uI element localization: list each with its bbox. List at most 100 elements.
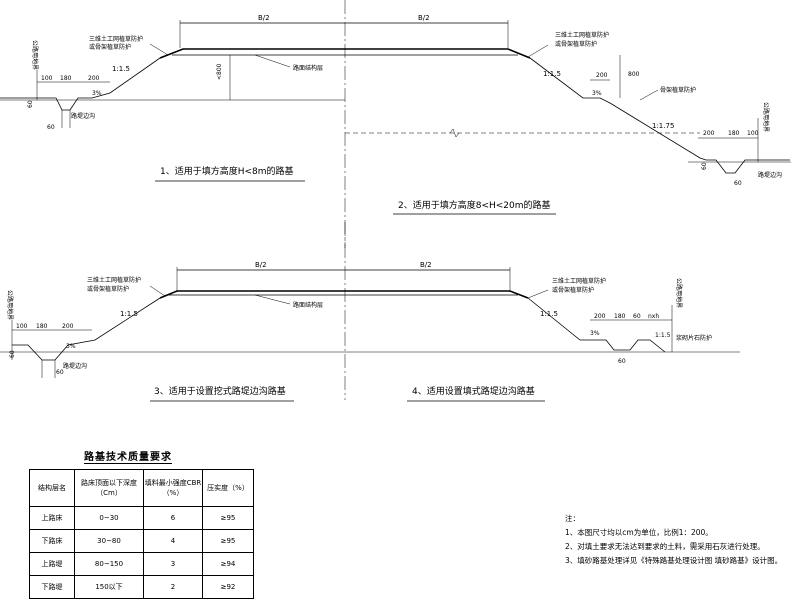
protection-label-1: 三维土工网植草防护 <box>555 31 609 39</box>
half-width-label: B/2 <box>418 14 430 22</box>
figure-2-caption: 2、适用于填方高度8<H<20m的路基 <box>398 199 551 211</box>
dim-200: 200 <box>594 313 606 320</box>
notes-title: 注： <box>565 514 580 523</box>
slope-ratio: 1:1.5 <box>540 310 558 318</box>
note-item: 3、填砂路基处理详见《特殊路基处理设计图 填砂路基》设计图。 <box>565 556 783 565</box>
protection-label-1: 三维土工网植草防护 <box>552 277 606 285</box>
notes-block: 注： 1、本图尺寸均以cm为单位，比例1：200。 2、对填土要求无法达到要求的… <box>565 512 782 568</box>
protection-label-1: 三维土工网植草防护 <box>87 276 141 284</box>
half-width-label: B/2 <box>255 261 267 269</box>
figure-2: B/2 三维土工网植草防护 或骨架植草防护 1:1.5 1:1.75 800 2… <box>345 14 791 215</box>
note-item: 1、本图尺寸均以cm为单位，比例1：200。 <box>565 528 713 537</box>
lower-protection-label: 骨架植草防护 <box>660 86 696 94</box>
dim-200: 200 <box>62 323 74 330</box>
header-cell: 压实度（%） <box>202 469 254 507</box>
dim-180: 180 <box>614 313 626 320</box>
half-width-label: B/2 <box>420 261 432 269</box>
table-row: 下路堤 150以下 2 ≥92 <box>29 575 254 599</box>
land-line-label: 公路用地界 <box>762 102 770 132</box>
dim-100: 100 <box>747 130 759 137</box>
grade-label: 3% <box>66 343 76 350</box>
cell: 80~150 <box>74 552 144 576</box>
figure-1-caption: 1、适用于填方高度H<8m的路基 <box>160 165 294 177</box>
ditch-width: 60 <box>56 369 64 376</box>
dim-200: 200 <box>88 75 100 82</box>
pavement-surface <box>345 48 531 59</box>
cell: 3 <box>143 552 203 576</box>
ditch-width: 60 <box>47 124 55 131</box>
berm-width: 200 <box>596 72 608 79</box>
land-line-label: 公路用地界 <box>31 40 39 70</box>
table-row: 下路床 30~80 4 ≥95 <box>29 529 254 553</box>
dim-nxh: nxh <box>648 313 659 320</box>
slope-ratio: 1:1.5 <box>120 310 138 318</box>
ditch-depth: 60 <box>9 350 16 358</box>
slope-small: 1:1.5 <box>655 332 671 339</box>
figure-3-caption: 3、适用于设置挖式路堤边沟路基 <box>154 385 286 397</box>
pavement-surface <box>159 290 345 299</box>
dim-180: 180 <box>728 130 740 137</box>
dim-100: 100 <box>16 323 28 330</box>
dim-60: 60 <box>633 313 641 320</box>
height-label: 800 <box>628 71 640 78</box>
table-row: 上路堤 80~150 3 ≥94 <box>29 552 254 576</box>
ditch-depth: 60 <box>701 162 708 170</box>
header-cell: 路床顶面以下深度（Cm） <box>74 469 144 507</box>
ditch-width: 60 <box>618 358 626 365</box>
rubble-protection-label: 浆砌片石防护 <box>676 334 712 342</box>
cell: 下路床 <box>29 529 75 553</box>
cell: 上路床 <box>29 506 75 530</box>
cell: ≥92 <box>202 575 254 599</box>
cell: 上路堤 <box>29 552 75 576</box>
slope-upper: 1:1.5 <box>543 70 561 78</box>
figure-3: B/2 三维土工网植草防护 或骨架植草防护 1:1.5 路面结构层 公路用地界 … <box>0 261 345 402</box>
cell: 0~30 <box>74 506 144 530</box>
quality-requirements-table: 结构层名 路床顶面以下深度（Cm） 填料最小强度CBR（%） 压实度（%） 上路… <box>29 469 254 599</box>
ditch-width: 60 <box>734 180 742 187</box>
table-row: 上路床 0~30 6 ≥95 <box>29 506 254 530</box>
grade-label: 3% <box>590 330 600 337</box>
table-title: 路基技术质量要求 <box>84 448 172 464</box>
cell: 30~80 <box>74 529 144 553</box>
protection-label-2: 或骨架植草防护 <box>89 43 131 51</box>
break-symbol <box>449 128 460 138</box>
dim-180: 180 <box>36 323 48 330</box>
cell: 150以下 <box>74 575 144 599</box>
grade-label: 3% <box>92 90 102 97</box>
figure-4-caption: 4、适用设置填式路堤边沟路基 <box>412 385 535 397</box>
cell: ≥95 <box>202 529 254 553</box>
land-line-label: 公路用地界 <box>6 290 14 320</box>
ditch-label: 路堤边沟 <box>71 112 95 120</box>
figure-4: B/2 三维土工网植草防护 或骨架植草防护 1:1.5 1:1.5 公路用地界 … <box>345 261 740 402</box>
header-cell: 填料最小强度CBR（%） <box>143 469 203 507</box>
protection-label-2: 或骨架植草防护 <box>552 286 594 294</box>
embankment-slope <box>12 297 161 361</box>
slope-ratio: 1:1.5 <box>112 65 130 73</box>
cell: ≥94 <box>202 552 254 576</box>
slope-lower: 1:1.75 <box>652 122 674 130</box>
height-label: <800 <box>216 63 223 80</box>
pavement-label: 路面结构层 <box>293 301 323 309</box>
ditch-depth: 60 <box>27 100 34 108</box>
table-header-row: 结构层名 路床顶面以下深度（Cm） 填料最小强度CBR（%） 压实度（%） <box>29 469 254 507</box>
pavement-label: 路面结构层 <box>293 64 323 72</box>
dim-100: 100 <box>41 75 53 82</box>
ditch-label: 路堤边沟 <box>63 362 87 370</box>
half-width-label: B/2 <box>258 14 270 22</box>
dim-180: 180 <box>60 75 72 82</box>
cell: 下路堤 <box>29 575 75 599</box>
embankment-slope <box>529 57 790 174</box>
land-line-label: 公路用地界 <box>675 278 683 308</box>
protection-label-2: 或骨架植草防护 <box>87 285 129 293</box>
cell: ≥95 <box>202 506 254 530</box>
header-cell: 结构层名 <box>29 469 75 507</box>
grade-label: 3% <box>592 90 602 97</box>
pavement-surface <box>345 290 529 299</box>
protection-label-1: 三维土工网植草防护 <box>89 35 143 43</box>
pavement-surface <box>159 48 345 59</box>
dim-200: 200 <box>703 130 715 137</box>
protection-label-2: 或骨架植草防护 <box>555 40 597 48</box>
cell: 4 <box>143 529 203 553</box>
embankment-slope <box>527 297 666 353</box>
